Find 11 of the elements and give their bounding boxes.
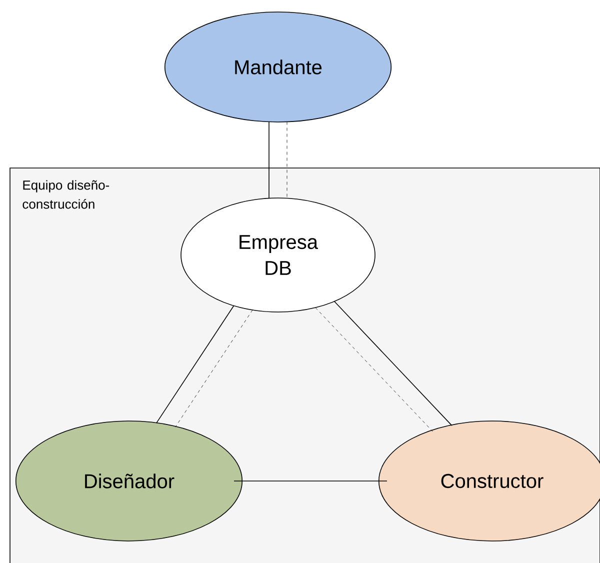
- connector-line: [234, 480, 388, 482]
- ellipse-node: Diseñador: [15, 420, 243, 542]
- connector-line: [334, 301, 452, 426]
- ellipse-node: Empresa DB: [180, 198, 376, 312]
- connector-line: [156, 305, 234, 424]
- connector-line: [315, 307, 433, 432]
- ellipse-node: Mandante: [164, 12, 392, 122]
- ellipse-node: Constructor: [378, 420, 600, 542]
- connector-line: [286, 122, 288, 198]
- connector-line: [268, 121, 270, 199]
- connector-line: [175, 310, 253, 428]
